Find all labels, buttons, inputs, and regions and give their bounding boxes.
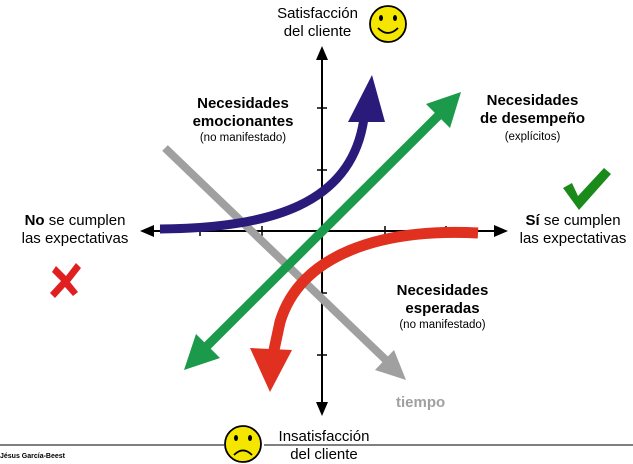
emotional-needs-note: (no manifestado) (199, 132, 287, 144)
green-check-icon (563, 168, 611, 210)
bottom-axis-label: Insatisfacción del cliente (264, 428, 384, 464)
performance-needs-label: Necesidades de desempeño (explícitos) (470, 92, 595, 144)
right-axis-label-bold: Sí (525, 212, 540, 229)
time-arrow (162, 145, 406, 380)
red-cross-icon (50, 263, 81, 298)
performance-needs-label-line2: de desempeño (479, 110, 586, 127)
left-axis-label-rest: se cumplen (44, 212, 126, 229)
left-axis-label-line2: las expectativas (21, 230, 129, 247)
right-axis-label: Sí se cumplen las expectativas (513, 212, 633, 248)
bottom-axis-label-line1: Insatisfacción (278, 428, 370, 445)
left-axis-label-bold: No (24, 212, 45, 229)
smiley-happy-icon (369, 5, 407, 43)
emotional-needs-label-line2: emocionantes (192, 113, 294, 130)
smiley-sad-icon (224, 425, 262, 463)
bottom-axis-label-line2: del cliente (290, 446, 358, 463)
expected-needs-note: (no manifestado) (399, 319, 486, 331)
top-axis-label-line2: del cliente (283, 23, 352, 40)
top-axis-label: Satisfacción del cliente (270, 5, 365, 41)
expected-needs-label-line2: esperadas (405, 300, 480, 317)
right-axis-label-rest: se cumplen (539, 212, 621, 229)
time-label: tiempo (396, 394, 446, 411)
emotional-needs-label: Necesidades emocionantes (no manifestado… (178, 95, 308, 145)
expected-needs-label-line1: Necesidades (396, 282, 489, 299)
expected-needs-label: Necesidades esperadas (no manifestado) (380, 282, 505, 332)
top-axis-label-line1: Satisfacción (277, 5, 358, 22)
performance-needs-note: (explícitos) (504, 131, 561, 143)
expected-needs-curve (250, 226, 479, 392)
emotional-needs-curve (159, 75, 385, 234)
footer-author: Jésus García-Beest (0, 453, 65, 460)
left-axis-label: No se cumplen las expectativas (10, 212, 140, 248)
emotional-needs-label-line1: Necesidades (197, 95, 289, 112)
performance-needs-arrow (184, 92, 461, 370)
performance-needs-label-line1: Necesidades (486, 92, 579, 109)
right-axis-label-line2: las expectativas (519, 230, 627, 247)
